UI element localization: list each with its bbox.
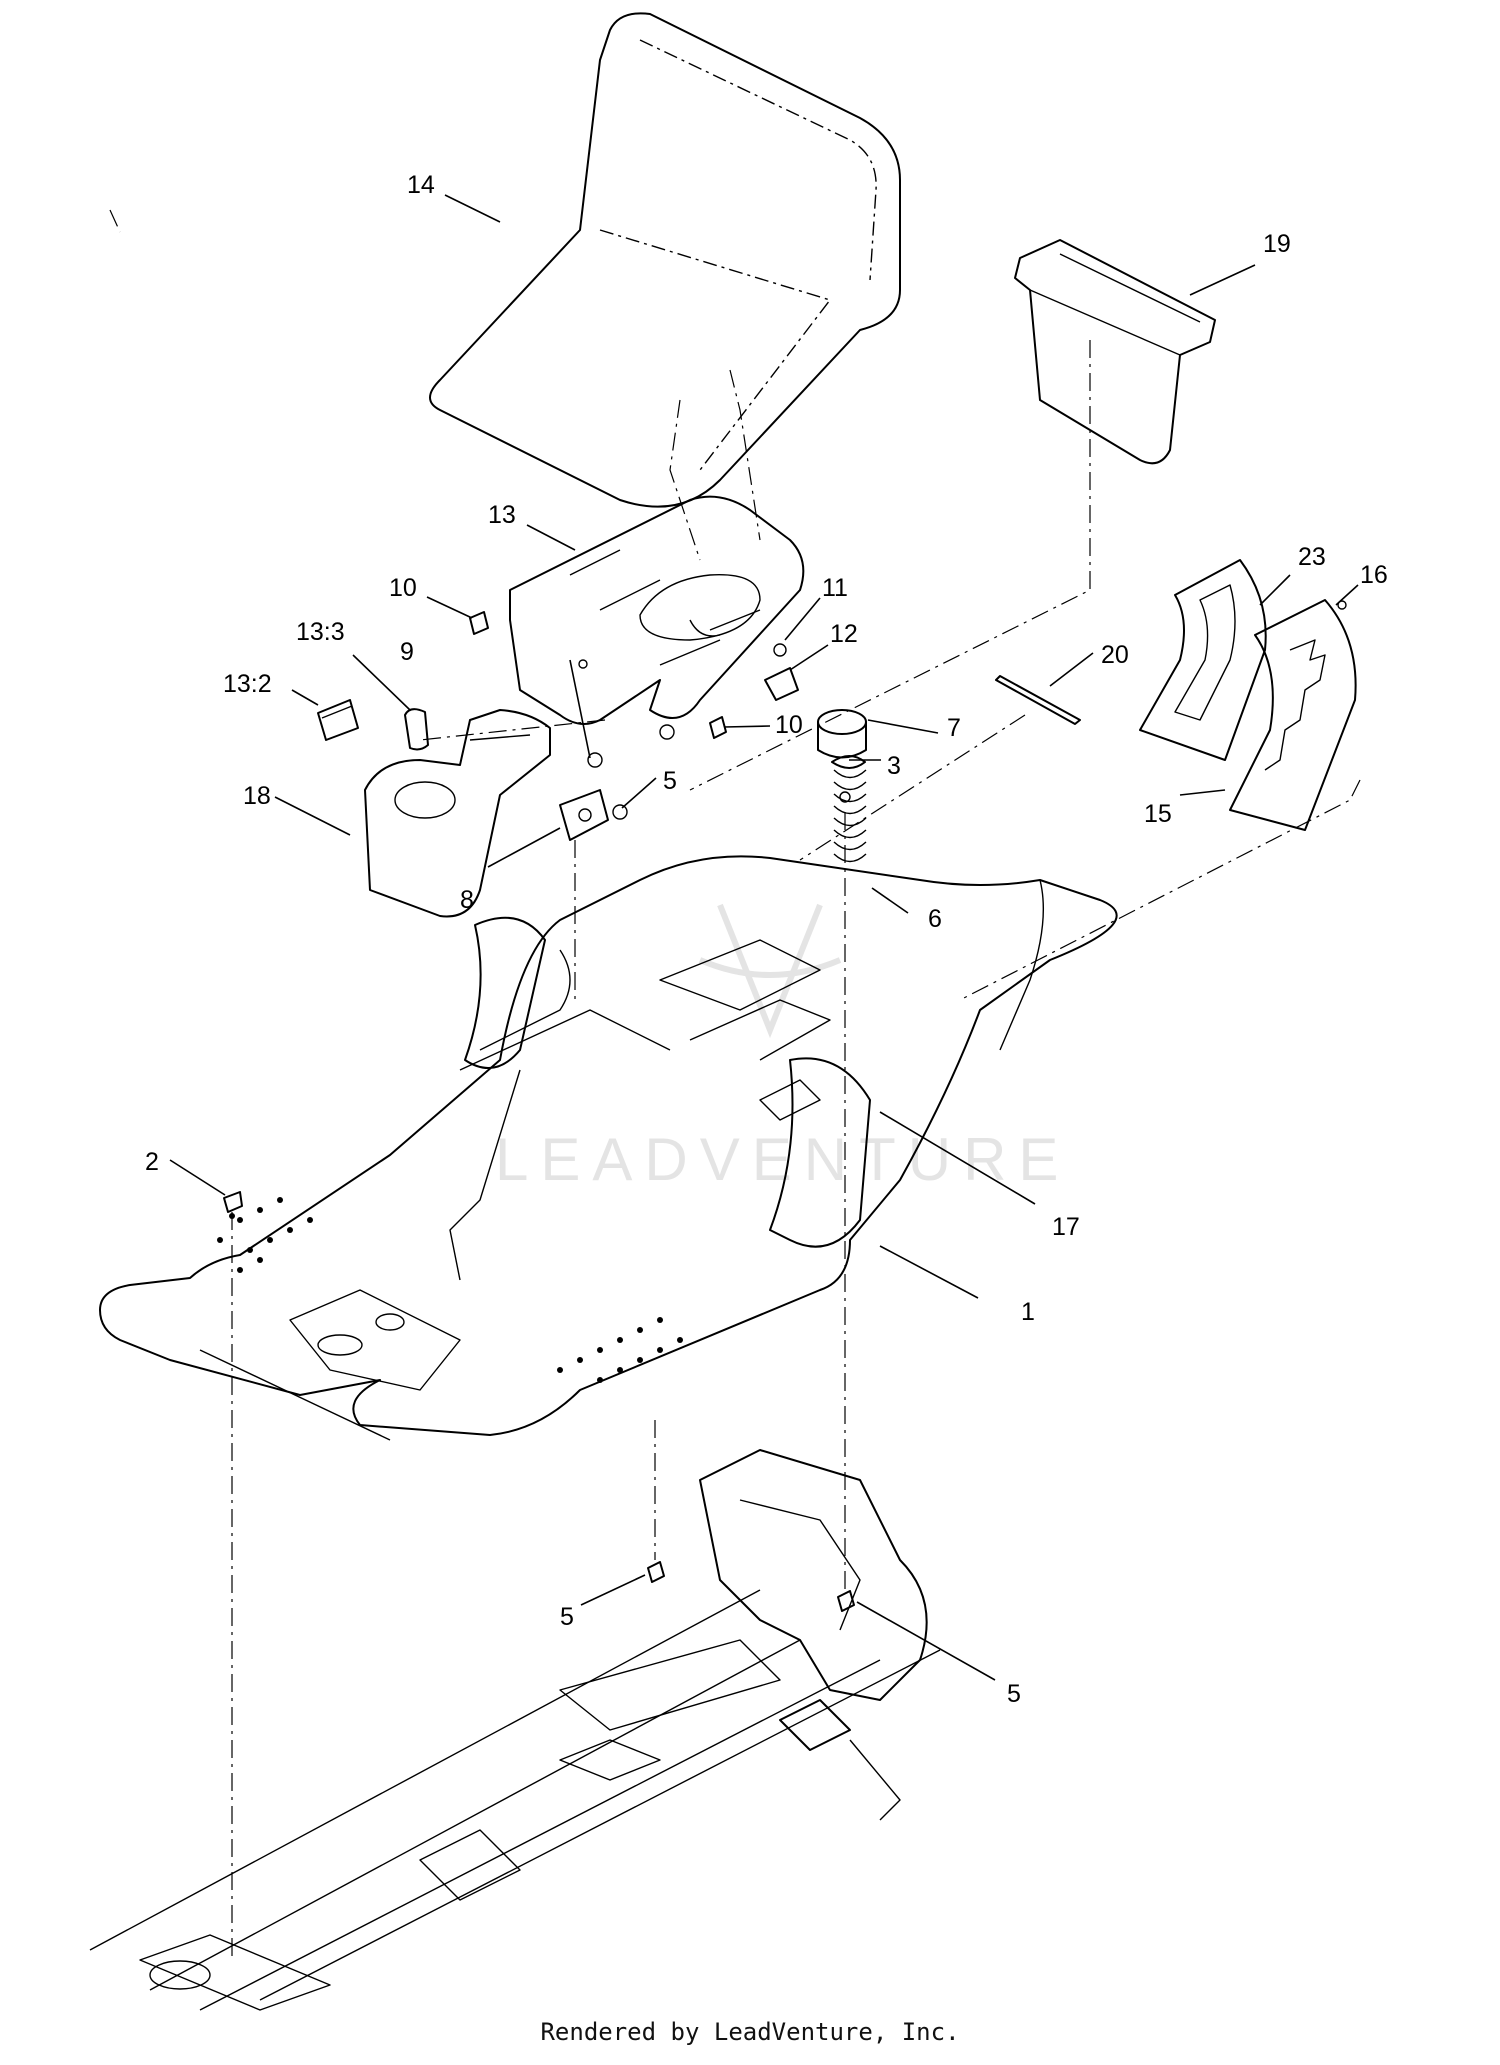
callout-8: 8 bbox=[460, 886, 474, 914]
body-floor-holes bbox=[217, 1197, 683, 1383]
spring-part-6 bbox=[817, 709, 867, 863]
callout-13-2: 13:2 bbox=[223, 670, 272, 698]
callout-13-3: 13:3 bbox=[296, 618, 345, 646]
callout-3: 3 bbox=[887, 752, 901, 780]
callout-14: 14 bbox=[407, 171, 435, 199]
callout-5b: 5 bbox=[560, 1603, 574, 1631]
assembly-lines bbox=[109, 209, 1361, 1960]
callout-10a: 10 bbox=[389, 574, 417, 602]
callout-12: 12 bbox=[830, 620, 858, 648]
footer-credit: Rendered by LeadVenture, Inc. bbox=[540, 2018, 960, 2046]
callout-11: 11 bbox=[822, 574, 848, 602]
callout-9: 9 bbox=[400, 638, 414, 666]
fender-cover-part-15 bbox=[1229, 599, 1357, 831]
nut-parts-5 bbox=[647, 1561, 855, 1612]
callout-20: 20 bbox=[1101, 641, 1129, 669]
seat-pan-part-13 bbox=[509, 495, 805, 740]
seat-part-14 bbox=[429, 12, 901, 561]
callout-5a: 5 bbox=[663, 767, 677, 795]
watermark: LEADVENTURE bbox=[495, 1126, 1070, 1193]
bracket-part-8 bbox=[559, 752, 628, 841]
tray-part-19 bbox=[1014, 239, 1216, 465]
gasket-part-20 bbox=[995, 675, 1081, 725]
frame bbox=[89, 1589, 941, 2011]
callout-18: 18 bbox=[243, 782, 271, 810]
callouts: 14 19 13 10 11 12 13:3 9 13:2 10 7 20 23… bbox=[145, 171, 1388, 1708]
mount-bracket bbox=[699, 1449, 928, 1821]
label-parts-13-2-13-3 bbox=[317, 699, 429, 751]
callout-6: 6 bbox=[928, 905, 942, 933]
callout-13: 13 bbox=[488, 501, 516, 529]
bolt-part-2 bbox=[223, 1191, 243, 1219]
callout-23: 23 bbox=[1298, 543, 1326, 571]
callout-15: 15 bbox=[1144, 800, 1172, 828]
callout-5c: 5 bbox=[1007, 1680, 1021, 1708]
leader-lines bbox=[169, 194, 1359, 1681]
callout-16: 16 bbox=[1360, 561, 1388, 589]
callout-10b: 10 bbox=[775, 711, 803, 739]
callout-2: 2 bbox=[145, 1148, 159, 1176]
callout-1: 1 bbox=[1021, 1298, 1035, 1326]
hardware-parts-10-11-12 bbox=[469, 611, 799, 739]
callout-7: 7 bbox=[947, 714, 961, 742]
watermark-logo bbox=[698, 903, 842, 1039]
cupholder-part-18 bbox=[364, 709, 551, 918]
fender-cover-part-23 bbox=[1139, 559, 1267, 761]
callout-17: 17 bbox=[1052, 1213, 1080, 1241]
callout-19: 19 bbox=[1263, 230, 1291, 258]
body-part-1 bbox=[99, 855, 1118, 1441]
